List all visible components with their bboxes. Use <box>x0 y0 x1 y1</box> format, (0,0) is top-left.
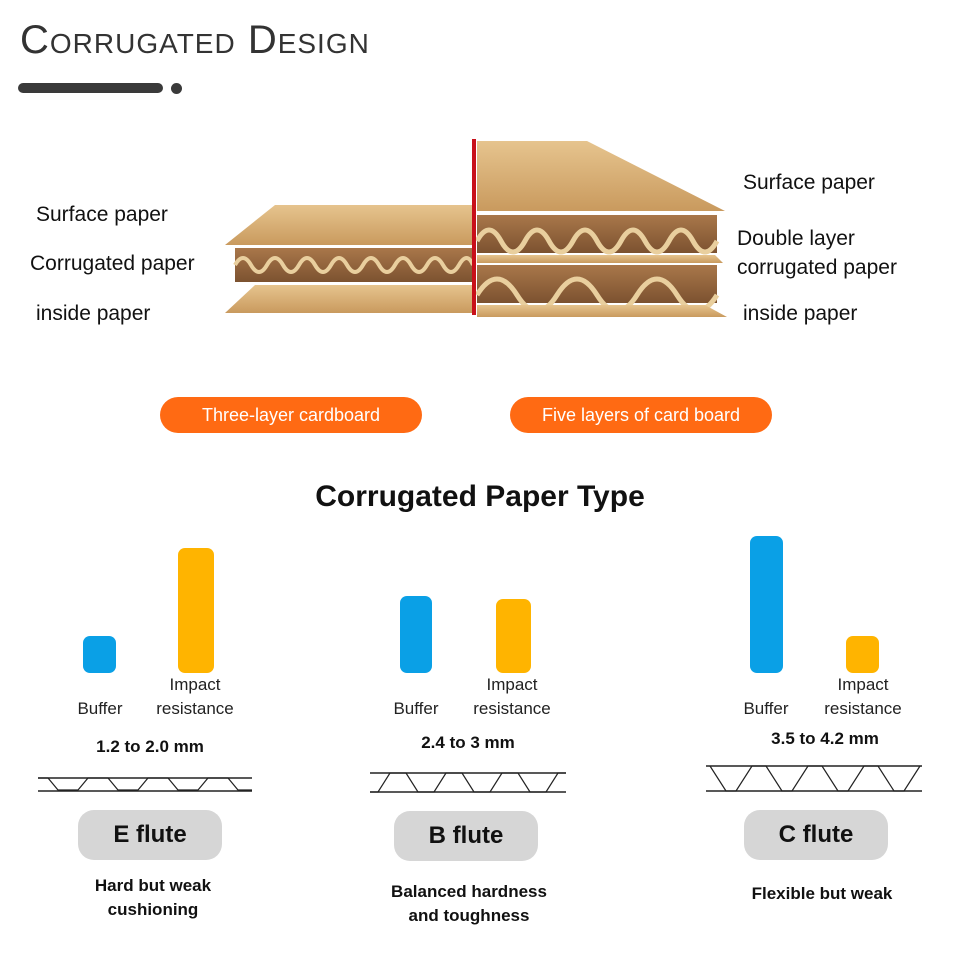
right-upper-core <box>477 215 717 253</box>
e-flute-impact-bar <box>178 548 214 673</box>
b-flute-buffer-label: Buffer <box>393 699 439 718</box>
c-flute-description: Flexible but weak <box>751 884 893 903</box>
b-flute-impact-bar <box>496 599 531 673</box>
c-flute-badge: C flute <box>744 810 888 860</box>
c-flute-buffer-bar <box>750 536 783 673</box>
cardboard-layers-illustration <box>225 139 727 317</box>
title-underline <box>18 83 163 93</box>
title-underline-dot <box>171 83 182 94</box>
b-flute-profile-icon <box>370 772 566 793</box>
left-inside-paper <box>225 285 473 313</box>
right-surface-paper <box>477 141 725 211</box>
e-flute-badge: E flute <box>78 810 222 860</box>
e-flute-profile-icon <box>38 777 252 792</box>
right-label-inside: inside paper <box>743 302 858 325</box>
c-flute-profile-icon <box>706 765 922 792</box>
right-inside-paper <box>477 305 727 317</box>
right-label-surface: Surface paper <box>743 171 875 194</box>
e-flute-thickness: 1.2 to 2.0 mm <box>96 737 204 756</box>
section-title: Corrugated Paper Type <box>315 480 645 513</box>
left-label-inside: inside paper <box>36 302 151 325</box>
left-label-corrugated: Corrugated paper <box>30 252 195 275</box>
c-flute-buffer-label: Buffer <box>743 699 789 718</box>
left-surface-paper <box>225 205 473 245</box>
b-flute-thickness: 2.4 to 3 mm <box>421 733 515 752</box>
page-title: Corrugated Design <box>20 18 370 62</box>
right-label-double-layer: Double layer <box>737 227 855 250</box>
right-label-corrugated: corrugated paper <box>737 256 897 279</box>
b-flute-badge: B flute <box>394 811 538 861</box>
b-flute-buffer-bar <box>400 596 432 673</box>
three-layer-badge: Three-layer cardboard <box>160 397 422 433</box>
e-flute-buffer-label: Buffer <box>77 699 123 718</box>
right-middle-liner <box>477 255 723 263</box>
red-divider-line <box>472 139 476 315</box>
left-corrugated-core <box>235 248 473 282</box>
left-flute-wave <box>233 256 475 274</box>
c-flute-impact-bar <box>846 636 879 673</box>
left-label-surface: Surface paper <box>36 203 168 226</box>
right-upper-flute-wave <box>474 227 720 255</box>
e-flute-buffer-bar <box>83 636 116 673</box>
five-layer-badge: Five layers of card board <box>510 397 772 433</box>
right-lower-flute-wave <box>474 276 720 314</box>
c-flute-thickness: 3.5 to 4.2 mm <box>771 729 879 748</box>
